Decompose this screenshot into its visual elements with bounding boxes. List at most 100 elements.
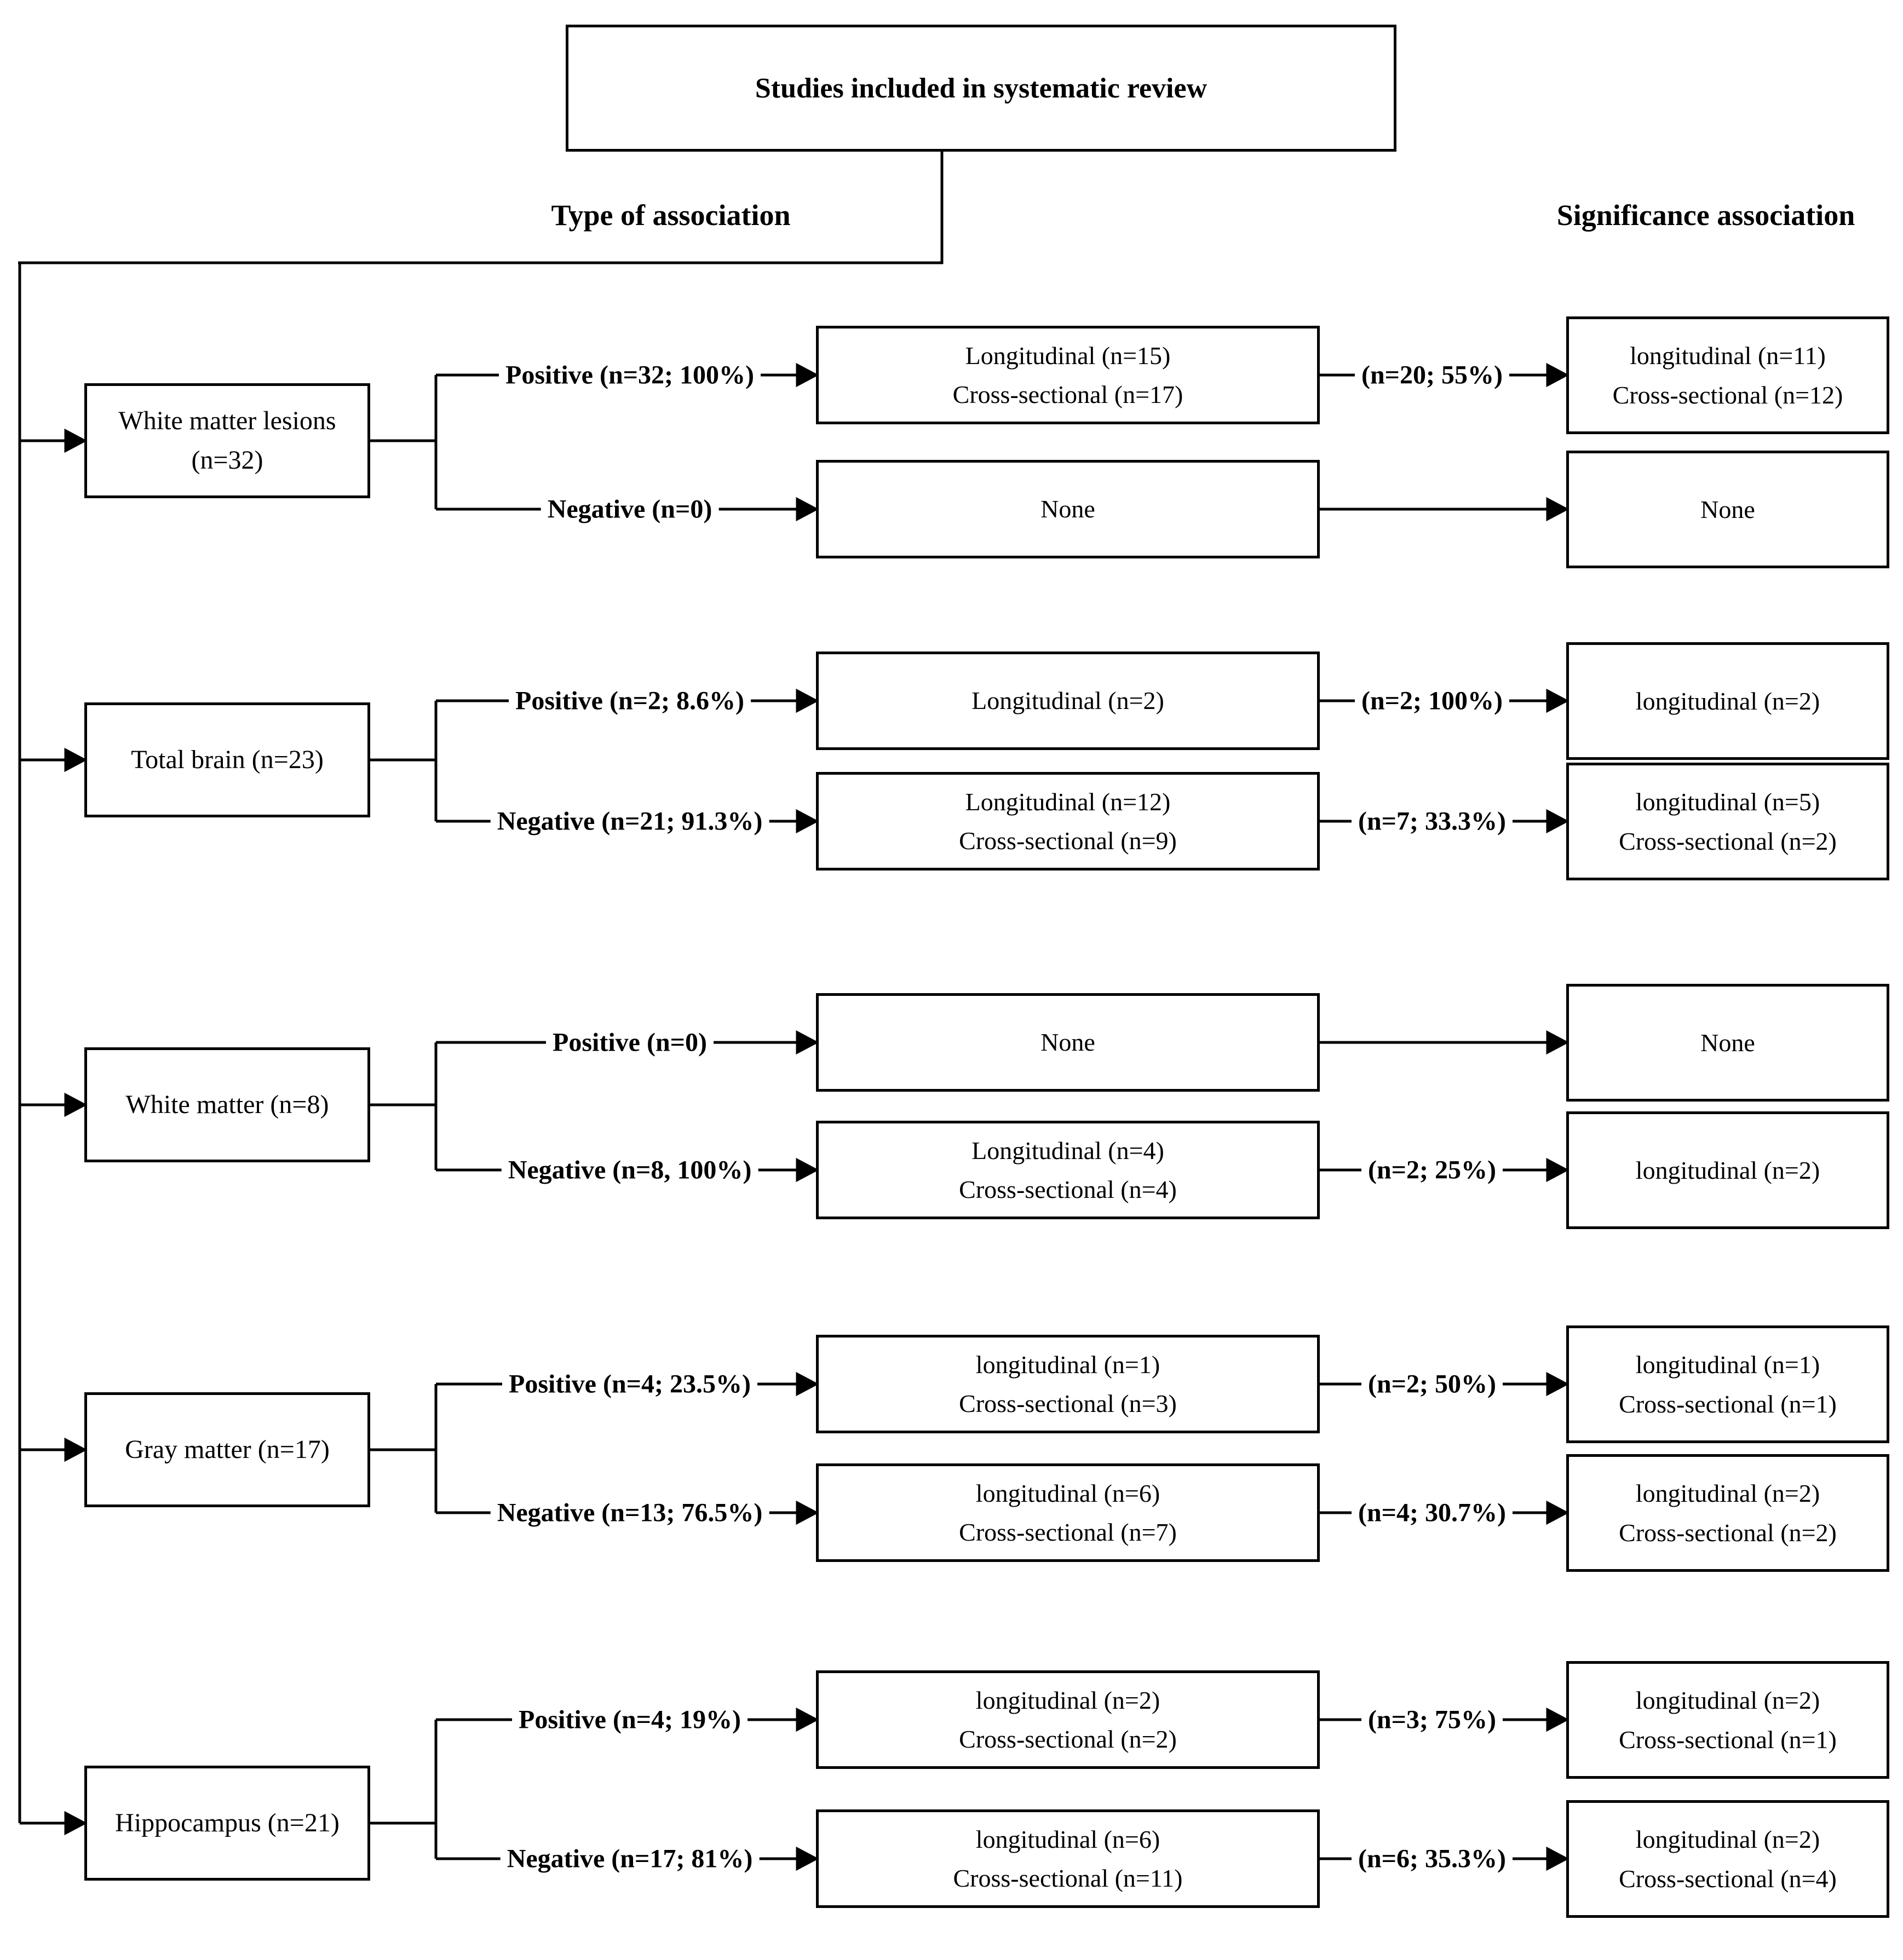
sig-line: longitudinal (n=2) — [1635, 1479, 1820, 1508]
sig-line: longitudinal (n=2) — [1635, 1156, 1820, 1184]
arrowhead — [64, 747, 88, 773]
region-name: Hippocampus (n=21) — [115, 1808, 340, 1837]
region-box-gray-matter: Gray matter (n=17) — [84, 1392, 370, 1507]
type-line: Cross-sectional (n=11) — [953, 1864, 1183, 1892]
type-line: None — [1040, 1028, 1095, 1057]
type-box-positive: longitudinal (n=2) Cross-sectional (n=2) — [816, 1670, 1320, 1769]
sig-line: longitudinal (n=2) — [1635, 1825, 1820, 1854]
type-box-positive: None — [816, 993, 1320, 1092]
type-line: longitudinal (n=6) — [975, 1825, 1160, 1853]
arrowhead — [796, 1157, 819, 1183]
arrowhead — [1546, 1500, 1569, 1525]
type-line: longitudinal (n=6) — [975, 1479, 1160, 1507]
arrowhead — [64, 1437, 88, 1462]
type-box-negative: None — [816, 460, 1320, 558]
arrowhead — [1546, 497, 1569, 522]
branch-label-positive: Positive (n=0) — [546, 1027, 714, 1058]
type-line: longitudinal (n=2) — [975, 1686, 1160, 1714]
arrowhead — [796, 1500, 819, 1525]
type-box-negative: longitudinal (n=6) Cross-sectional (n=11… — [816, 1809, 1320, 1908]
arrowhead — [1546, 1030, 1569, 1055]
arrowhead — [1546, 1707, 1569, 1732]
type-line: Longitudinal (n=4) — [971, 1136, 1164, 1165]
region-name: White matter (n=8) — [125, 1090, 329, 1119]
sig-line: longitudinal (n=2) — [1635, 687, 1820, 715]
type-of-association-header: Type of association — [551, 199, 791, 232]
branch-label-positive: Positive (n=4; 23.5%) — [502, 1369, 757, 1399]
arrowhead — [1546, 1371, 1569, 1397]
sig-arrow-label-positive: (n=2; 100%) — [1355, 685, 1509, 716]
region-box-hippocampus: Hippocampus (n=21) — [84, 1766, 370, 1881]
sig-box-positive: longitudinal (n=11) Cross-sectional (n=1… — [1566, 316, 1889, 434]
sig-arrow-label-positive: (n=20; 55%) — [1355, 360, 1509, 390]
arrowhead — [1546, 688, 1569, 713]
sig-line: Cross-sectional (n=2) — [1619, 1518, 1837, 1547]
branch-label-negative: Negative (n=13; 76.5%) — [490, 1497, 769, 1528]
type-box-negative: Longitudinal (n=4) Cross-sectional (n=4) — [816, 1121, 1320, 1219]
region-box-white-matter: White matter (n=8) — [84, 1047, 370, 1162]
sig-line: Cross-sectional (n=2) — [1619, 827, 1837, 855]
sig-box-negative: longitudinal (n=5) Cross-sectional (n=2) — [1566, 763, 1889, 880]
sig-line: None — [1700, 1028, 1755, 1057]
sig-line: longitudinal (n=11) — [1630, 342, 1826, 370]
sig-box-negative: longitudinal (n=2) Cross-sectional (n=4) — [1566, 1800, 1889, 1918]
type-line: Longitudinal (n=12) — [965, 787, 1171, 816]
arrowhead — [796, 1846, 819, 1871]
arrowhead — [796, 362, 819, 388]
significance-association-header: Significance association — [1556, 199, 1855, 232]
branch-label-positive: Positive (n=4; 19%) — [512, 1704, 748, 1735]
type-line: Cross-sectional (n=9) — [959, 827, 1177, 855]
sig-arrow-label-negative: (n=6; 35.3%) — [1352, 1843, 1513, 1874]
sig-arrow-label-positive: (n=3; 75%) — [1361, 1704, 1503, 1735]
arrowhead — [1546, 809, 1569, 834]
sig-box-negative: longitudinal (n=2) Cross-sectional (n=2) — [1566, 1454, 1889, 1572]
branch-label-negative: Negative (n=21; 91.3%) — [490, 806, 769, 837]
sig-arrow-label-positive: (n=2; 50%) — [1361, 1369, 1503, 1399]
title-text: Studies included in systematic review — [755, 72, 1208, 104]
sig-line: Cross-sectional (n=12) — [1612, 381, 1843, 409]
type-box-positive: Longitudinal (n=2) — [816, 652, 1320, 750]
type-line: Longitudinal (n=2) — [971, 687, 1164, 715]
branch-label-negative: Negative (n=8, 100%) — [501, 1155, 758, 1185]
type-line: Longitudinal (n=15) — [965, 341, 1171, 370]
title-box: Studies included in systematic review — [566, 25, 1396, 152]
region-box-white-matter-lesions: White matter lesions (n=32) — [84, 383, 370, 498]
branch-label-positive: Positive (n=32; 100%) — [499, 360, 761, 390]
arrowhead — [796, 809, 819, 834]
type-line: Cross-sectional (n=2) — [959, 1725, 1177, 1753]
type-box-negative: Longitudinal (n=12) Cross-sectional (n=9… — [816, 772, 1320, 871]
region-name: Gray matter (n=17) — [125, 1435, 330, 1464]
type-line: longitudinal (n=1) — [975, 1350, 1160, 1379]
sig-arrow-label-negative: (n=2; 25%) — [1361, 1155, 1503, 1185]
sig-arrow-label-negative: (n=4; 30.7%) — [1352, 1497, 1513, 1528]
sig-line: Cross-sectional (n=4) — [1619, 1864, 1837, 1893]
arrowhead — [1546, 1846, 1569, 1871]
branch-label-negative: Negative (n=0) — [541, 494, 719, 524]
sig-box-positive: longitudinal (n=1) Cross-sectional (n=1) — [1566, 1325, 1889, 1443]
type-line: Cross-sectional (n=7) — [959, 1518, 1177, 1546]
type-line: None — [1040, 495, 1095, 523]
type-line: Cross-sectional (n=4) — [959, 1175, 1177, 1203]
arrowhead — [1546, 362, 1569, 388]
arrowhead — [796, 1371, 819, 1397]
sig-box-positive: longitudinal (n=2) Cross-sectional (n=1) — [1566, 1661, 1889, 1779]
sig-line: None — [1700, 495, 1755, 523]
sig-line: longitudinal (n=1) — [1635, 1351, 1820, 1379]
sig-line: longitudinal (n=5) — [1635, 788, 1820, 816]
branch-label-positive: Positive (n=2; 8.6%) — [509, 685, 751, 716]
sig-arrow-label-negative: (n=7; 33.3%) — [1352, 806, 1513, 837]
type-box-positive: Longitudinal (n=15) Cross-sectional (n=1… — [816, 326, 1320, 424]
type-line: Cross-sectional (n=3) — [959, 1390, 1177, 1417]
type-box-positive: longitudinal (n=1) Cross-sectional (n=3) — [816, 1335, 1320, 1433]
sig-box-negative: None — [1566, 451, 1889, 568]
sig-line: Cross-sectional (n=1) — [1619, 1390, 1837, 1418]
sig-box-positive: None — [1566, 984, 1889, 1102]
type-box-negative: longitudinal (n=6) Cross-sectional (n=7) — [816, 1463, 1320, 1562]
region-name: Total brain (n=23) — [131, 745, 324, 774]
arrowhead — [796, 1707, 819, 1732]
arrowhead — [64, 1092, 88, 1117]
sig-box-positive: longitudinal (n=2) — [1566, 642, 1889, 760]
arrowhead — [796, 497, 819, 522]
region-box-total-brain: Total brain (n=23) — [84, 702, 370, 817]
arrowhead — [796, 688, 819, 713]
